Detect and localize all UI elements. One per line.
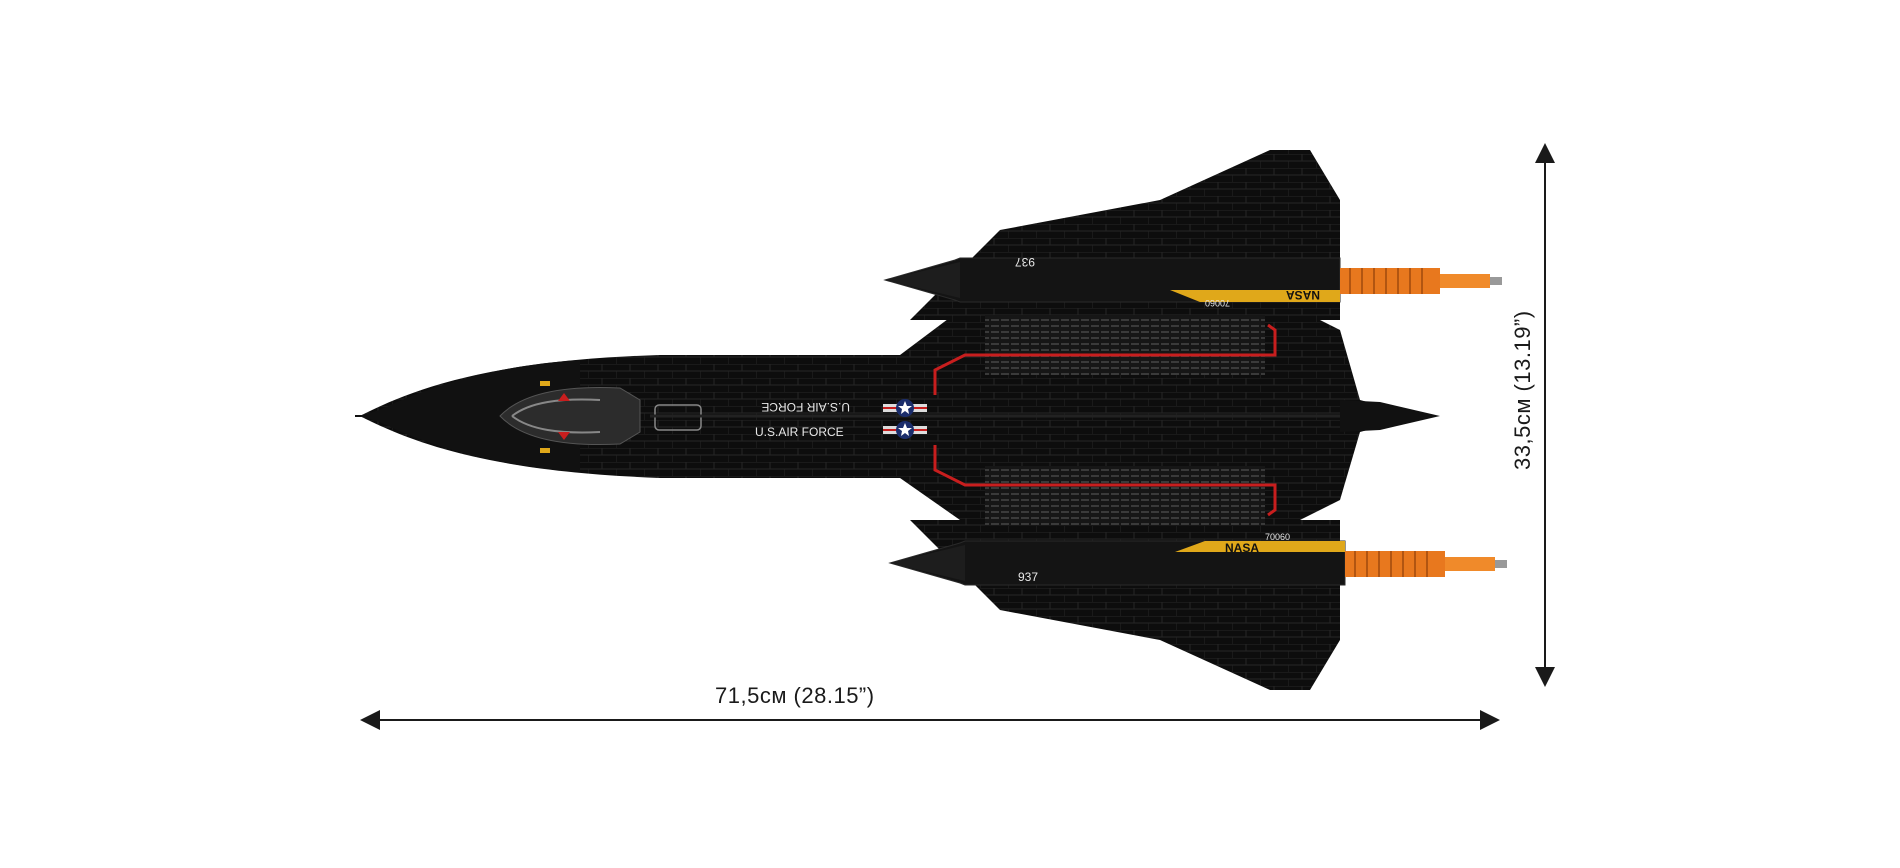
serial-upper: 70060 <box>1205 298 1230 308</box>
upper-intake-grille <box>985 315 1265 375</box>
tail-cone <box>1340 400 1440 432</box>
length-dimension-label: 71,5см (28.15”) <box>715 683 875 708</box>
upper-nasa-band <box>1170 290 1340 302</box>
nose-cone <box>358 360 580 472</box>
tail-number-lower: 937 <box>1018 570 1038 584</box>
tail-number-upper: 937 <box>1015 255 1035 269</box>
usaf-marking-lower: U.S.AIR FORCE <box>755 425 844 439</box>
lower-nacelle-spike <box>890 545 965 581</box>
upper-roundel <box>883 399 927 417</box>
usaf-marking-upper: U.S.AIR FORCE <box>761 400 850 414</box>
span-dimension-label: 33,5см (13.19”) <box>1510 310 1535 470</box>
lower-intake-grille <box>985 466 1265 526</box>
upper-exhaust <box>1340 268 1502 294</box>
upper-nacelle-spike <box>885 262 960 298</box>
cockpit-canopy <box>499 387 641 445</box>
lower-exhaust <box>1345 551 1507 577</box>
upper-red-stripe <box>933 323 1277 395</box>
nasa-marking-upper: NASA <box>1286 288 1320 302</box>
nasa-marking-lower: NASA <box>1225 541 1259 555</box>
lower-red-stripe <box>933 445 1277 517</box>
lower-nasa-band <box>1175 541 1345 552</box>
serial-lower: 70060 <box>1265 532 1290 542</box>
lower-roundel <box>883 421 927 439</box>
